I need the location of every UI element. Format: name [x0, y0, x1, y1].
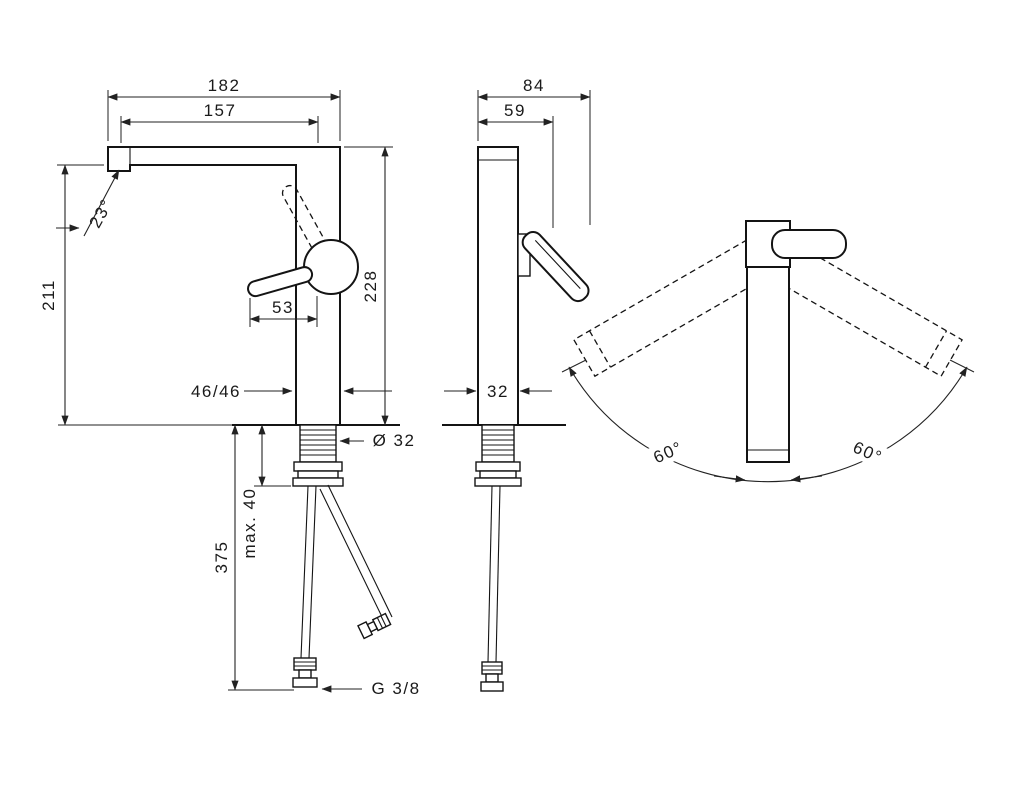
dim-label-84: 84: [523, 76, 545, 95]
dim-label-46-46: 46/46: [191, 382, 241, 401]
dim-211: 211: [39, 164, 104, 426]
dim-label-53: 53: [272, 298, 294, 317]
side-body: [477, 146, 519, 426]
dim-label-max-40: max. 40: [240, 488, 259, 559]
dim-label-182: 182: [208, 76, 241, 95]
front-view: 182 157 23° 211 228: [39, 76, 420, 698]
dim-53: 53: [249, 296, 318, 327]
dim-182: 182: [107, 76, 341, 141]
top-spout-body: [746, 235, 790, 463]
dim-label-32: 32: [487, 382, 509, 401]
dim-32: 32: [444, 382, 552, 401]
dim-max-40: max. 40: [240, 424, 291, 559]
label-bg-left: [642, 432, 694, 472]
dim-label-211: 211: [39, 279, 58, 311]
dim-label-157: 157: [204, 101, 237, 120]
dim-46-46: 46/46: [191, 382, 392, 401]
top-view: 60° 60°: [561, 220, 975, 483]
front-mounting-nut: [292, 461, 344, 487]
dim-84: 84: [477, 76, 591, 225]
dim-label-375: 375: [212, 541, 231, 574]
dim-59: 59: [477, 101, 554, 228]
side-mounting-nut: [474, 461, 522, 487]
dim-label-228: 228: [361, 270, 380, 303]
dim-157: 157: [120, 101, 319, 143]
side-shank: [481, 424, 515, 463]
label-bg-right: [842, 432, 894, 472]
dim-375: 375: [212, 424, 294, 691]
side-view: 84 59 32: [442, 76, 591, 692]
front-shank: [299, 424, 337, 463]
dim-hole-diameter: Ø 32: [339, 431, 416, 450]
dim-label-hole: Ø 32: [373, 431, 416, 450]
front-hose-diagonal: [319, 484, 393, 640]
front-handle-pivot: [303, 239, 359, 295]
dim-thread: G 3/8: [321, 679, 420, 698]
dim-label-59: 59: [504, 101, 526, 120]
front-hose-vertical: [292, 485, 318, 688]
side-hose: [480, 485, 504, 692]
dim-label-thread: G 3/8: [371, 679, 420, 698]
dim-228: 228: [344, 146, 393, 426]
side-handle: [517, 230, 590, 303]
dim-label-23deg: 23°: [86, 196, 117, 232]
front-lever: [247, 266, 314, 298]
top-handle: [745, 220, 847, 268]
